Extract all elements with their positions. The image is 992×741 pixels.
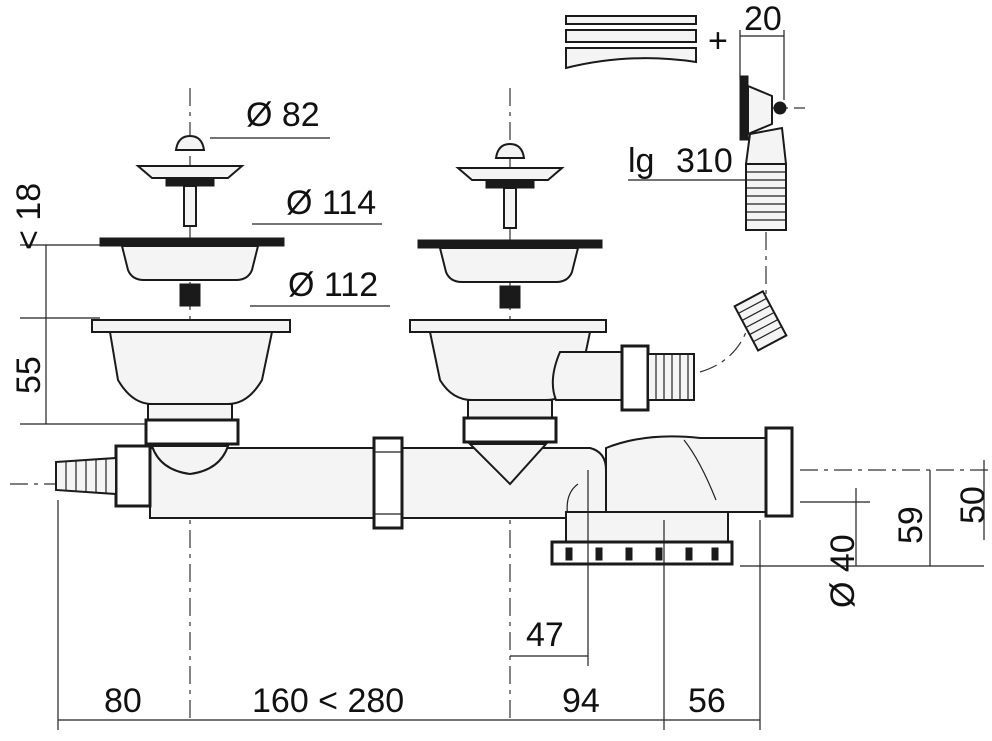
- dimension-max-18: < 18: [10, 183, 48, 250]
- drain-pipe: [149, 443, 607, 519]
- dimension-80: 80: [104, 682, 142, 720]
- overflow-head: [739, 75, 788, 165]
- right-strainer-plug: [455, 142, 565, 229]
- dimension-plus: +: [708, 22, 728, 60]
- pipe-union-nut: [372, 436, 404, 530]
- dimension-offset-47: 47: [526, 616, 564, 654]
- left-bowl-flange: [91, 319, 291, 446]
- dimension-lines: [20, 30, 985, 730]
- dimension-bowl-diameter: Ø 112: [288, 266, 378, 304]
- dimension-lg-label: lg: [628, 142, 654, 180]
- dimension-width-20: 20: [744, 0, 782, 38]
- left-basket: [99, 237, 285, 307]
- dimension-flange-diameter: Ø 114: [286, 184, 376, 222]
- dimension-height-50: 50: [954, 486, 992, 524]
- overflow-cover-plates: [565, 15, 697, 70]
- dimension-56: 56: [688, 682, 726, 720]
- overflow-hose: [699, 163, 788, 373]
- overflow-arm: [551, 344, 695, 412]
- dimension-height-55: 55: [10, 356, 48, 394]
- left-strainer-plug: [135, 134, 245, 227]
- right-basket: [417, 239, 603, 309]
- dimension-160-280: 160 < 280: [252, 682, 404, 720]
- dimension-basket-diameter: Ø 82: [246, 96, 320, 134]
- dimension-height-59: 59: [892, 506, 930, 544]
- dimension-94: 94: [562, 682, 600, 720]
- right-bowl-flange: [409, 319, 607, 444]
- bottle-trap: [550, 426, 794, 566]
- hose-connector: [55, 444, 152, 508]
- dimension-lg-value: 310: [676, 142, 733, 180]
- dimension-outlet-diameter: Ø 40: [824, 534, 862, 608]
